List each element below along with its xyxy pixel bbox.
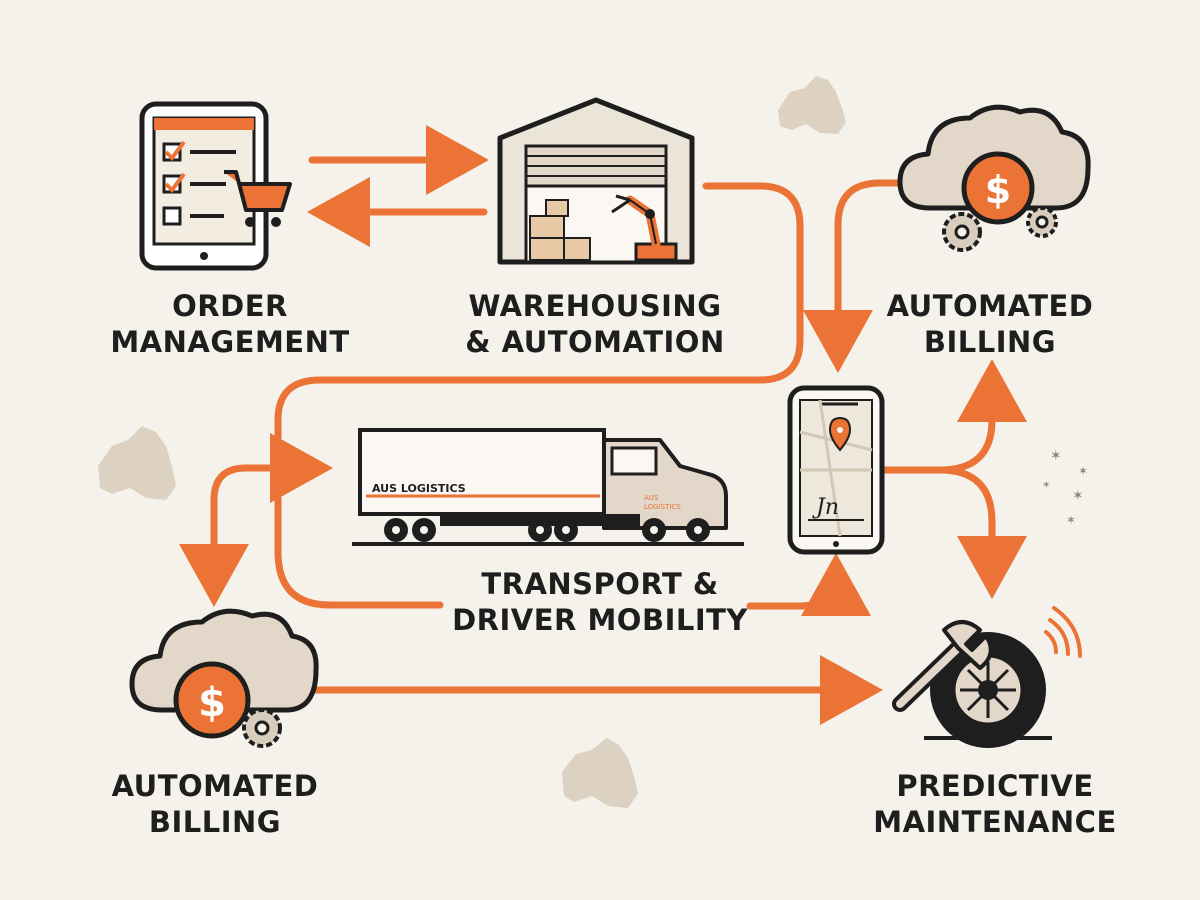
gear-icon bbox=[942, 212, 982, 252]
australia-map-icon-top bbox=[778, 76, 846, 134]
arrow-phone-to-predictive bbox=[936, 466, 1027, 599]
shopping-cart-icon bbox=[224, 170, 292, 227]
arrow-transport-to-phone bbox=[746, 553, 871, 617]
label-predictive-maintenance: PREDICTIVE MAINTENANCE bbox=[855, 768, 1135, 840]
smartphone-map-icon: Jn bbox=[787, 385, 885, 555]
dollar-symbol: $ bbox=[985, 168, 1011, 212]
tablet-checklist-icon bbox=[139, 101, 269, 271]
svg-text:✶: ✶ bbox=[1066, 513, 1076, 527]
tire-wrench-icon bbox=[892, 606, 1082, 748]
label-automated-billing-bottom: AUTOMATED BILLING bbox=[95, 768, 335, 840]
wrench-icon bbox=[892, 620, 993, 712]
label-line: WAREHOUSING bbox=[468, 289, 722, 323]
trailer-text: AUS LOGISTICS bbox=[372, 482, 466, 495]
australia-map-icon-bottom bbox=[562, 738, 638, 808]
label-order-management: ORDER MANAGEMENT bbox=[110, 288, 350, 360]
cab-text-1: AUS bbox=[644, 494, 659, 502]
label-line: MANAGEMENT bbox=[110, 325, 350, 359]
dollar-symbol: $ bbox=[198, 680, 226, 726]
wheel-icon bbox=[384, 518, 710, 542]
warehouse-icon bbox=[497, 97, 695, 265]
cab-text-2: LOGISTICS bbox=[644, 503, 681, 511]
arrow-to-billing-bottom bbox=[179, 464, 282, 607]
signal-waves-icon bbox=[1044, 606, 1082, 658]
label-line: AUTOMATED bbox=[111, 769, 319, 803]
cloud-billing-icon-top: $ bbox=[897, 104, 1091, 252]
cloud-billing-icon-bottom: $ bbox=[129, 608, 319, 748]
label-line: & AUTOMATION bbox=[465, 325, 725, 359]
label-line: BILLING bbox=[148, 805, 282, 839]
label-warehousing: WAREHOUSING & AUTOMATION bbox=[445, 288, 745, 360]
label-line: TRANSPORT & bbox=[481, 567, 719, 601]
label-transport: TRANSPORT & DRIVER MOBILITY bbox=[440, 566, 760, 638]
southern-cross-stars: ✶ ✶ ✶ ✶ ✶ bbox=[1042, 448, 1088, 527]
label-line: AUTOMATED bbox=[886, 289, 1094, 323]
arrow-warehouse-route bbox=[274, 182, 804, 609]
australia-map-icon-left bbox=[98, 426, 176, 500]
label-line: MAINTENANCE bbox=[873, 805, 1117, 839]
gear-icon bbox=[1026, 206, 1058, 238]
svg-text:✶: ✶ bbox=[1042, 480, 1050, 491]
truck-icon: AUS LOGISTICS AUS LOGISTICS bbox=[352, 428, 744, 546]
svg-text:✶: ✶ bbox=[1072, 488, 1084, 504]
robot-arm-icon bbox=[611, 194, 678, 262]
label-line: DRIVER MOBILITY bbox=[452, 603, 748, 637]
flow-arrows bbox=[179, 125, 1027, 725]
gear-icon bbox=[242, 708, 282, 748]
label-automated-billing-top: AUTOMATED BILLING bbox=[870, 288, 1110, 360]
svg-text:✶: ✶ bbox=[1050, 448, 1062, 464]
label-line: ORDER bbox=[172, 289, 288, 323]
arrow-billing-top-to-phone bbox=[803, 179, 919, 373]
svg-text:✶: ✶ bbox=[1078, 464, 1088, 478]
arrow-phone-to-billing-top bbox=[880, 359, 1027, 474]
signature-mark: Jn bbox=[812, 495, 839, 520]
label-line: PREDICTIVE bbox=[896, 769, 1094, 803]
label-line: BILLING bbox=[923, 325, 1057, 359]
